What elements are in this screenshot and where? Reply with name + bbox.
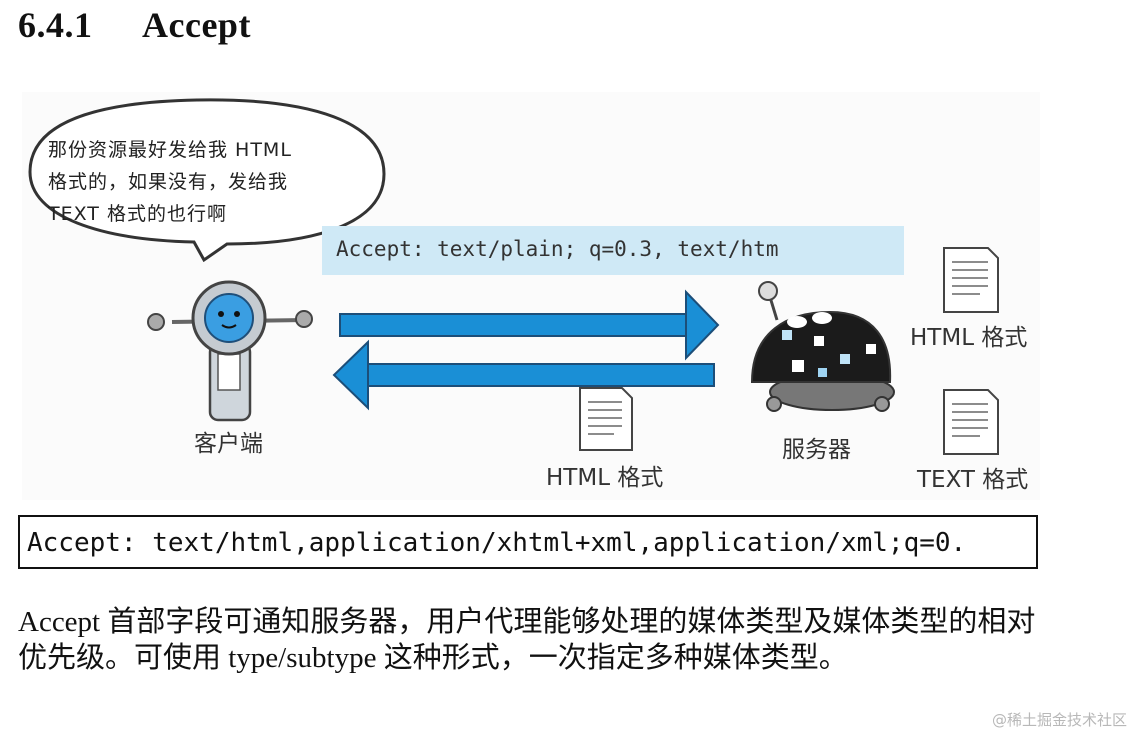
section-number: 6.4.1 — [18, 5, 93, 45]
client-robot-icon — [147, 280, 313, 422]
request-arrow — [339, 289, 720, 361]
html-format-label-right: HTML 格式 — [910, 325, 1028, 351]
speech-bubble-text: 那份资源最好发给我 HTML 格式的，如果没有，发给我 TEXT 格式的也行啊 — [48, 134, 368, 230]
server-robot-icon — [750, 281, 895, 412]
bubble-line: 格式的，如果没有，发给我 — [48, 171, 289, 193]
watermark: @稀土掘金技术社区 — [991, 711, 1127, 729]
html-format-label-bottom: HTML 格式 — [546, 465, 664, 491]
bubble-line: TEXT 格式的也行啊 — [48, 203, 227, 225]
illustration-graphics — [28, 98, 999, 455]
code-example-text: Accept: text/html,application/xhtml+xml,… — [27, 528, 967, 558]
request-header-strip: Accept: text/plain; q=0.3, text/htm — [322, 226, 904, 275]
bubble-line: 那份资源最好发给我 HTML — [48, 139, 292, 161]
request-header-text: Accept: text/plain; q=0.3, text/htm — [336, 237, 779, 261]
html-document-icon-right — [943, 247, 999, 313]
text-format-label-right: TEXT 格式 — [917, 467, 1029, 493]
speech-bubble — [28, 98, 386, 263]
response-arrow — [332, 339, 715, 411]
code-example-box: Accept: text/html,application/xhtml+xml,… — [18, 515, 1038, 569]
client-label: 客户端 — [194, 431, 263, 457]
section-heading: 6.4.1 Accept — [18, 4, 251, 46]
section-title: Accept — [142, 5, 251, 45]
description-paragraph: Accept 首部字段可通知服务器，用户代理能够处理的媒体类型及媒体类型的相对优… — [18, 606, 1036, 674]
server-label: 服务器 — [782, 437, 851, 463]
accept-illustration: 那份资源最好发给我 HTML 格式的，如果没有，发给我 TEXT 格式的也行啊 … — [22, 92, 1040, 500]
html-document-icon-bottom — [579, 387, 633, 451]
text-document-icon-right — [943, 389, 999, 455]
